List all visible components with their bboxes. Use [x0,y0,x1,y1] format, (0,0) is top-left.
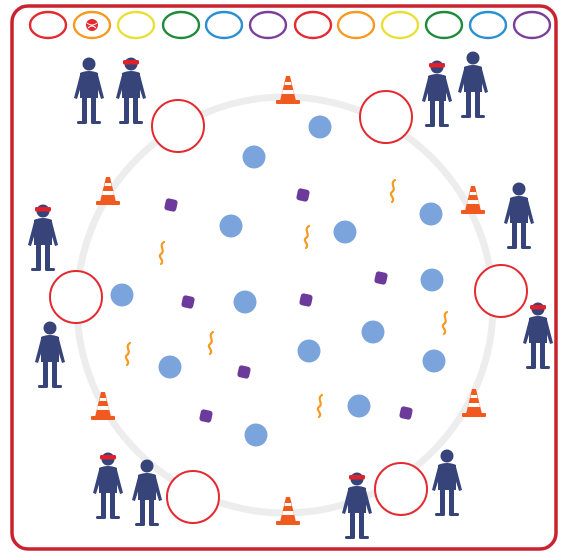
ball-icon [309,116,332,139]
ball-icon [243,146,266,169]
player-headband-icon [93,453,123,520]
ball-icon [334,221,357,244]
ring-icon [30,12,66,38]
ring-icon [295,12,331,38]
player-icon [504,183,534,250]
ball-icon [86,19,98,31]
player-icon [432,450,462,517]
ring-icon [514,12,550,38]
ring-icon [382,12,418,38]
player-icon [458,52,488,119]
ball-icon [423,350,446,373]
squiggle-icon [318,395,322,417]
ball-icon [245,424,268,447]
ball-icon [362,321,385,344]
headband-icon [123,60,139,65]
squiggle-icon [126,343,130,365]
hoop-icon [375,463,427,515]
ball-icon [159,356,182,379]
ball-icon [348,395,371,418]
headband-icon [429,63,445,68]
player-headband-icon [342,473,372,540]
headband-icon [35,207,51,212]
beanbag-icon [181,295,195,309]
running-track-circle [77,97,493,513]
beanbag-icon [399,406,413,420]
ball-icon [421,269,444,292]
beanbag-icon [199,409,213,423]
headband-icon [349,475,365,480]
ball-icon [298,340,321,363]
beanbag-icon [299,293,313,307]
player-icon [74,58,104,125]
hoop-icon [167,471,219,523]
hoop-icon [152,100,204,152]
player-headband-icon [28,205,58,272]
ball-icon [111,284,134,307]
beanbag-icon [164,198,178,212]
hoop-icon [475,265,527,317]
ball-icon [420,203,443,226]
headband-icon [100,455,116,460]
headband-icon [530,305,546,310]
ring-icon [470,12,506,38]
ball-icon [234,291,257,314]
ring-icon [206,12,242,38]
ring-icon [250,12,286,38]
player-icon [35,322,65,389]
player-headband-icon [523,303,553,370]
squiggle-icon [209,332,213,354]
squiggle-icon [160,242,164,264]
squiggle-icon [443,312,447,334]
hoop-icon [50,271,102,323]
ball-icon [220,215,243,238]
hoop-icon [360,91,412,143]
ring-icon [163,12,199,38]
ring-icon [426,12,462,38]
beanbag-icon [374,271,388,285]
ring-icon [118,12,154,38]
squiggle-icon [391,180,395,202]
squiggle-icon [305,226,309,248]
player-headband-icon [116,58,146,125]
ring-icon [74,12,110,38]
ring-icon [338,12,374,38]
beanbag-icon [296,188,310,202]
player-headband-icon [422,61,452,128]
beanbag-icon [237,365,251,379]
